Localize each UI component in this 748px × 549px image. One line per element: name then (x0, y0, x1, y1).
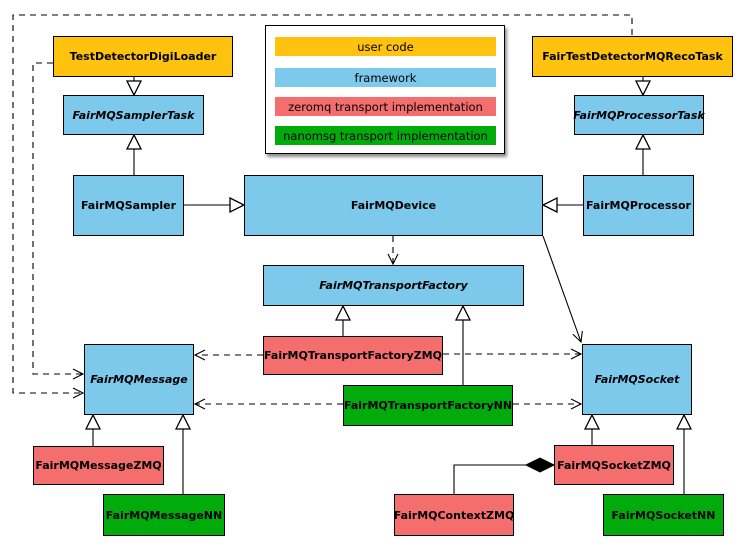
legend: user code framework zeromq transport imp… (265, 25, 505, 154)
legend-item-framework: framework (275, 68, 496, 87)
node-fairmq-message-nn: FairMQMessageNN (103, 494, 225, 536)
node-fairmq-transport-factory-nn: FairMQTransportFactoryNN (343, 385, 513, 426)
node-fairmq-context-zmq: FairMQContextZMQ (394, 494, 514, 536)
node-fairmq-socket-nn: FairMQSocketNN (603, 494, 724, 536)
node-fairmq-socket: FairMQSocket (582, 344, 692, 415)
node-fairmq-processor-task: FairMQProcessorTask (573, 95, 705, 135)
legend-item-zeromq: zeromq transport implementation (275, 97, 496, 116)
edge-digiloader-message (32, 62, 85, 380)
node-fairmq-transport-factory-zmq: FairMQTransportFactoryZMQ (263, 336, 443, 375)
composition-diamond (524, 457, 556, 473)
legend-item-user-code: user code (275, 37, 496, 56)
node-fairmq-message: FairMQMessage (84, 344, 194, 415)
node-fairmq-sampler: FairMQSampler (73, 175, 184, 236)
node-fairmq-processor: FairMQProcessor (583, 175, 694, 236)
node-test-detector-digi-loader: TestDetectorDigiLoader (53, 36, 233, 77)
edge-device-socket (542, 235, 583, 344)
node-fairmq-socket-zmq: FairMQSocketZMQ (554, 445, 674, 485)
edge-recotask-message (12, 14, 633, 399)
node-fairmq-device: FairMQDevice (244, 175, 543, 236)
node-fairmq-transport-factory: FairMQTransportFactory (263, 265, 524, 306)
node-fair-test-detector-mq-reco-task: FairTestDetectorMQRecoTask (532, 36, 733, 77)
legend-item-nanomsg: nanomsg transport implementation (275, 126, 496, 145)
node-fairmq-message-zmq: FairMQMessageZMQ (33, 446, 164, 485)
edge-contextzmq-socketzmq (453, 464, 526, 494)
node-fairmq-sampler-task: FairMQSamplerTask (63, 95, 204, 135)
